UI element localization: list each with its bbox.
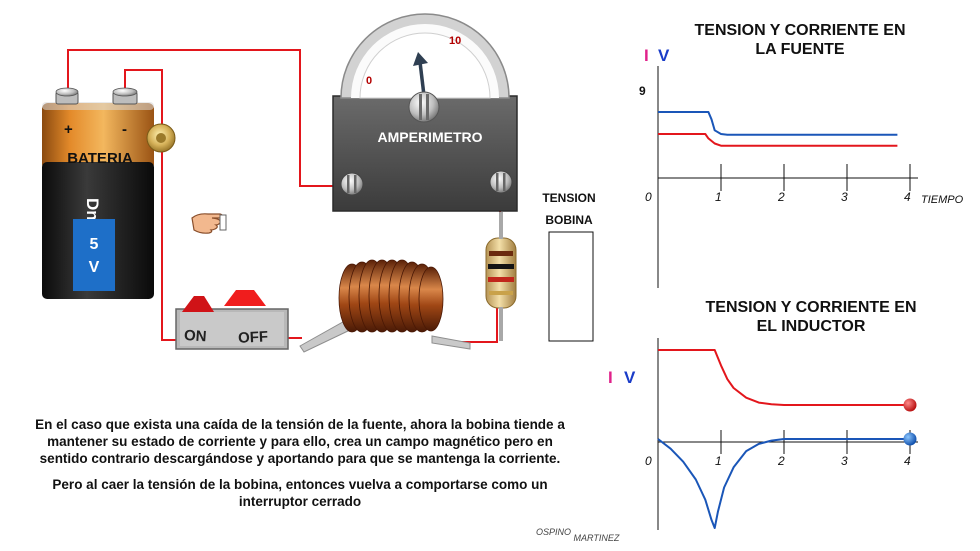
chart-source-xlabel: TIEMPO — [921, 194, 964, 206]
pointing-hand-icon[interactable] — [191, 213, 227, 234]
chart-source: TENSION Y CORRIENTE EN LA FUENTE I V 9 0… — [639, 22, 964, 288]
battery-label: BATERIA — [67, 150, 133, 167]
battery-minus-terminal — [112, 87, 138, 105]
chart-inductor-series-line-1 — [657, 438, 910, 529]
chart-inductor-tick-label: 2 — [777, 454, 785, 468]
chart-inductor-tick-label: 0 — [645, 454, 652, 468]
chart-source-series-line-1 — [658, 133, 898, 147]
chart-inductor-tick-label: 1 — [715, 454, 722, 468]
ammeter-scale-max: 10 — [449, 35, 461, 47]
switch-rocker-on[interactable] — [182, 296, 214, 312]
chart-source-tick-label: 3 — [841, 190, 848, 204]
battery-brand: Dnl — [83, 198, 102, 225]
resistor — [485, 212, 517, 341]
chart-source-tick-label: 2 — [777, 190, 785, 204]
author-signature: OSPINO MARTINEZ — [536, 527, 619, 543]
switch-rocker-off[interactable] — [224, 290, 266, 306]
ammeter-left-terminal — [340, 172, 364, 196]
on-off-switch[interactable]: ON OFF — [175, 290, 289, 350]
wire-resistor-to-coil — [440, 305, 498, 343]
wire-battery-plus-to-ammeter — [67, 49, 338, 187]
signature-last: MARTINEZ — [573, 533, 620, 543]
wire-battery-minus-to-switch — [124, 69, 178, 341]
chart-inductor: TENSION Y CORRIENTE EN EL INDUCTOR I V 0… — [608, 299, 918, 530]
voltage-end-marker — [903, 432, 917, 446]
chart-inductor-title-line2: EL INDUCTOR — [757, 318, 866, 335]
coil-voltage-label-line1: TENSION — [542, 191, 595, 205]
chart-inductor-ylabel-current: I — [608, 368, 613, 387]
chart-inductor-tick-label: 3 — [841, 454, 848, 468]
battery: + - BATERIA Dnl 5 V — [42, 87, 154, 299]
chart-source-title-line1: TENSION Y CORRIENTE EN — [695, 22, 906, 39]
battery-voltage-label-panel — [73, 219, 115, 291]
caption-paragraph-2: Pero al caer la tensión de la bobina, en… — [52, 477, 548, 509]
chart-inductor-ylabel-voltage: V — [624, 368, 636, 387]
battery-minus-sign: - — [122, 121, 127, 138]
coil-voltage-box — [548, 231, 594, 342]
chart-inductor-series-line-0 — [658, 349, 910, 406]
chart-source-ytick: 9 — [639, 84, 646, 98]
inductor-coil — [299, 259, 471, 353]
coil-voltage-indicator: TENSION BOBINA — [542, 191, 596, 342]
ammeter: 0 10 AMPERIMETRO — [332, 13, 518, 212]
ammeter-right-terminal — [489, 170, 513, 194]
ammeter-scale-min: 0 — [366, 75, 372, 87]
explanation-caption: En el caso que exista una caída de la te… — [30, 416, 570, 519]
chart-source-tick-label: 4 — [904, 190, 911, 204]
battery-plus-terminal — [55, 87, 79, 105]
chart-source-ylabel-current: I — [644, 46, 649, 65]
current-end-marker — [903, 398, 917, 412]
switch-off-label: OFF — [238, 328, 269, 347]
ammeter-pivot-screw — [408, 91, 440, 123]
caption-paragraph-1: En el caso que exista una caída de la te… — [35, 417, 565, 466]
signature-first: OSPINO — [536, 527, 572, 537]
battery-plus-sign: + — [64, 121, 73, 138]
chart-source-tick-label: 1 — [715, 190, 722, 204]
brass-knob — [146, 123, 176, 153]
battery-voltage-unit: V — [89, 259, 100, 276]
switch-on-label: ON — [183, 327, 207, 346]
ammeter-label: AMPERIMETRO — [378, 129, 483, 145]
coil-voltage-label-line2: BOBINA — [545, 213, 593, 227]
chart-source-tick-label: 0 — [645, 190, 652, 204]
chart-source-series-line-0 — [658, 111, 898, 136]
chart-inductor-title-line1: TENSION Y CORRIENTE EN — [706, 299, 917, 316]
chart-inductor-tick-label: 4 — [904, 454, 911, 468]
battery-voltage-number: 5 — [90, 236, 99, 253]
chart-source-ylabel-voltage: V — [658, 46, 670, 65]
chart-source-title-line2: LA FUENTE — [755, 41, 845, 58]
